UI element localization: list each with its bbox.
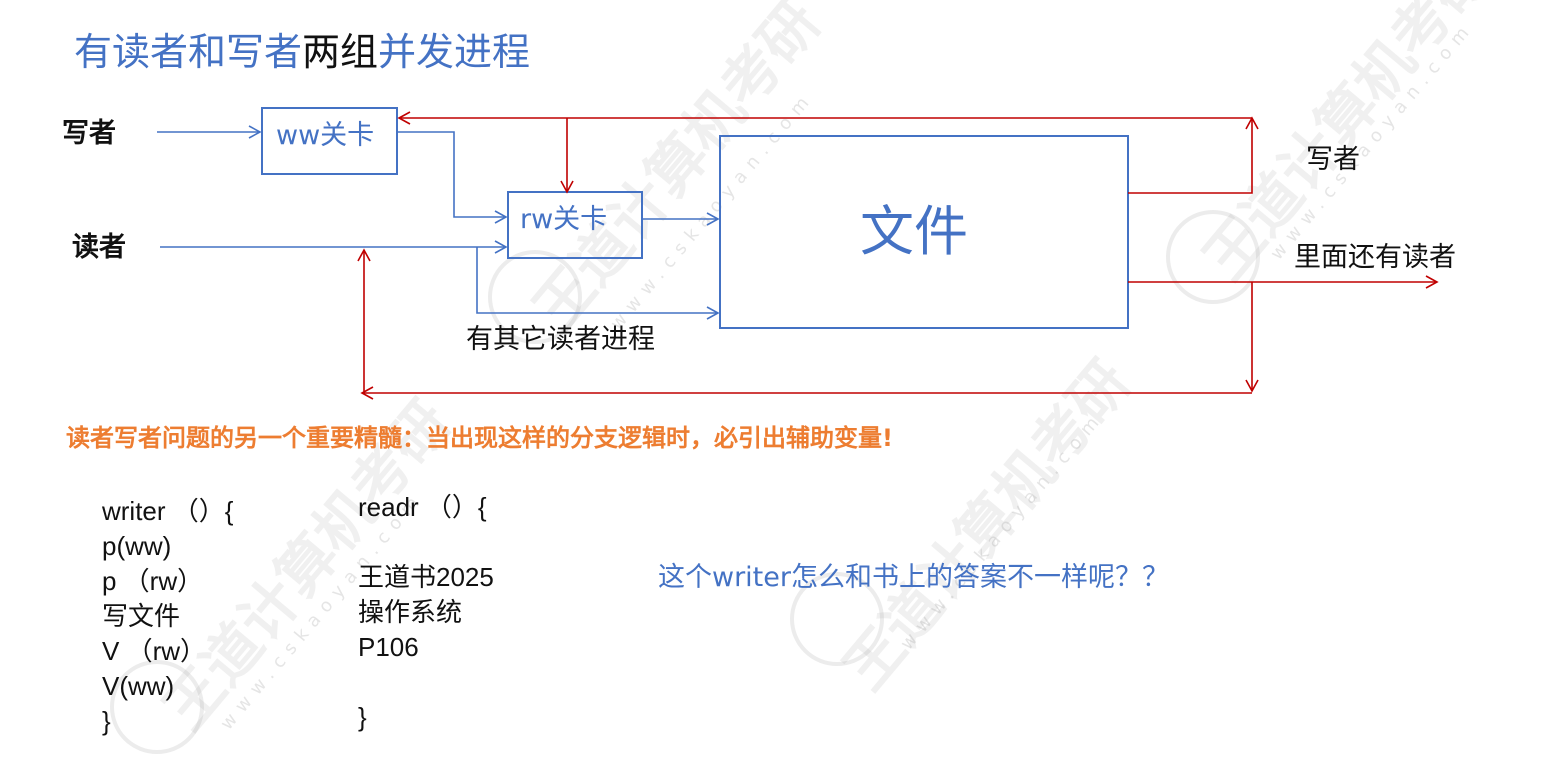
reader-label: 读者 [72, 232, 126, 263]
ww-gate-box [261, 107, 398, 175]
other-readers-arrow [476, 247, 720, 320]
code-line [358, 665, 494, 700]
code-line: P106 [358, 632, 419, 662]
code-line: V(ww) [102, 671, 175, 701]
title-part-dark: 两组 [302, 30, 379, 74]
reader-code-block: readr （）{ 王道书2025 操作系统 P106 } [358, 490, 494, 735]
code-line: 写文件 [102, 601, 181, 631]
code-line: p(ww) [102, 531, 172, 561]
other-readers-label: 有其它读者进程 [466, 324, 655, 355]
writer-label: 写者 [62, 118, 116, 149]
code-line: 王道书2025 [358, 562, 494, 592]
code-line: writer （）{ [102, 496, 234, 526]
ww-gate-label: ww关卡 [276, 120, 375, 151]
code-line: readr （）{ [358, 492, 487, 522]
code-line: } [358, 702, 367, 732]
right-writer-label: 写者 [1306, 144, 1360, 175]
writer-code-block: writer （）{ p(ww) p （rw） 写文件 V （rw） V(ww)… [102, 494, 233, 739]
code-line: 操作系统 [358, 597, 463, 627]
key-insight-note: 读者写者问题的另一个重要精髓：当出现这样的分支逻辑时，必引出辅助变量! [66, 424, 893, 452]
title-part-blue: 并发进程 [378, 30, 531, 74]
code-line: V （rw） [102, 636, 207, 666]
right-readers-label: 里面还有读者 [1294, 242, 1456, 273]
file-box [719, 135, 1129, 329]
page-title: 有读者和写者两组并发进程 [74, 26, 530, 78]
code-line [358, 525, 494, 560]
rw-gate-label: rw关卡 [520, 204, 608, 235]
ww-to-rw-arrow [397, 131, 508, 224]
writer-exit-arrow [1128, 116, 1259, 194]
question-text: 这个writer怎么和书上的答案不一样呢？？ [658, 562, 1169, 593]
file-label: 文件 [860, 200, 968, 263]
code-line: p （rw） [102, 566, 204, 596]
title-part-blue: 有读者和写者 [74, 30, 303, 74]
code-line: } [102, 706, 111, 736]
rw-gate-box [507, 191, 643, 259]
